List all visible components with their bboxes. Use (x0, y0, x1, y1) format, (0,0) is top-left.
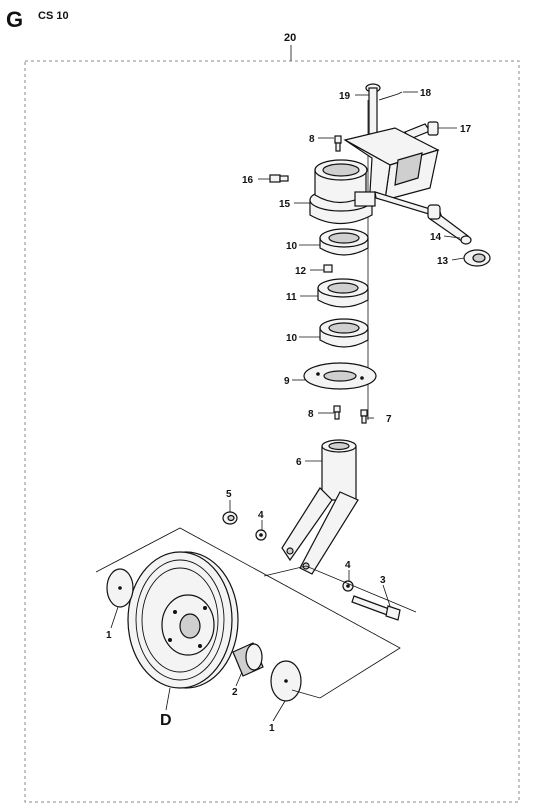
part-5-nut (222, 511, 238, 525)
wheel-label: D (160, 712, 172, 729)
model-label: CS 10 (38, 10, 69, 22)
part-13-nut (463, 249, 491, 267)
part-18-clip (378, 91, 403, 101)
callout-10-lower: 10 (286, 333, 298, 344)
callout-9: 9 (284, 376, 290, 387)
part-8-lower-screw (333, 405, 341, 420)
part-8-top-screw (334, 135, 342, 152)
part-11-split-ring (317, 278, 369, 308)
part-10-upper-ring (319, 228, 369, 256)
callout-10-upper: 10 (286, 241, 298, 252)
callout-5: 5 (226, 489, 232, 500)
part-10-lower-ring (319, 318, 369, 348)
callout-8-top: 8 (309, 134, 315, 145)
lower-plane-outline (95, 527, 401, 699)
callout-8-lower: 8 (308, 409, 314, 420)
callout-19: 19 (339, 91, 351, 102)
square-tube-bracket (343, 127, 440, 201)
callout-1-right: 1 (269, 723, 275, 734)
part-1-disc-left (106, 568, 134, 608)
part-7-screw (360, 409, 368, 424)
callout-13: 13 (437, 256, 449, 267)
section-letter: G (6, 7, 23, 32)
part-4-washer-upper (255, 529, 267, 541)
part-9-flange (303, 362, 377, 390)
part-6-fork (281, 439, 359, 575)
callout-16: 16 (242, 175, 254, 186)
part-14-lever (374, 191, 472, 245)
part-12-screw (323, 264, 333, 273)
callout-7: 7 (386, 414, 392, 425)
mid-plane-outline (263, 565, 417, 613)
part-3-bolt (351, 595, 401, 621)
part-16-screw (269, 174, 289, 183)
assembly-label: 20 (284, 32, 296, 44)
callout-15: 15 (279, 199, 291, 210)
callout-4-upper: 4 (258, 510, 264, 521)
wheel-d (127, 551, 239, 689)
callout-3: 3 (380, 575, 386, 586)
callout-1-left: 1 (106, 630, 112, 641)
callout-14: 14 (430, 232, 442, 243)
callout-6: 6 (296, 457, 302, 468)
leader-lines (110, 91, 465, 722)
part-1-disc-right (270, 660, 302, 702)
callout-11: 11 (286, 292, 297, 303)
callout-12: 12 (295, 266, 307, 277)
callout-4-lower: 4 (345, 560, 351, 571)
callout-17: 17 (460, 124, 472, 135)
part-2-spacer (232, 642, 264, 677)
callout-2: 2 (232, 687, 238, 698)
assembly-frame (24, 60, 520, 803)
callout-18: 18 (420, 88, 432, 99)
part-15-housing (309, 159, 376, 224)
